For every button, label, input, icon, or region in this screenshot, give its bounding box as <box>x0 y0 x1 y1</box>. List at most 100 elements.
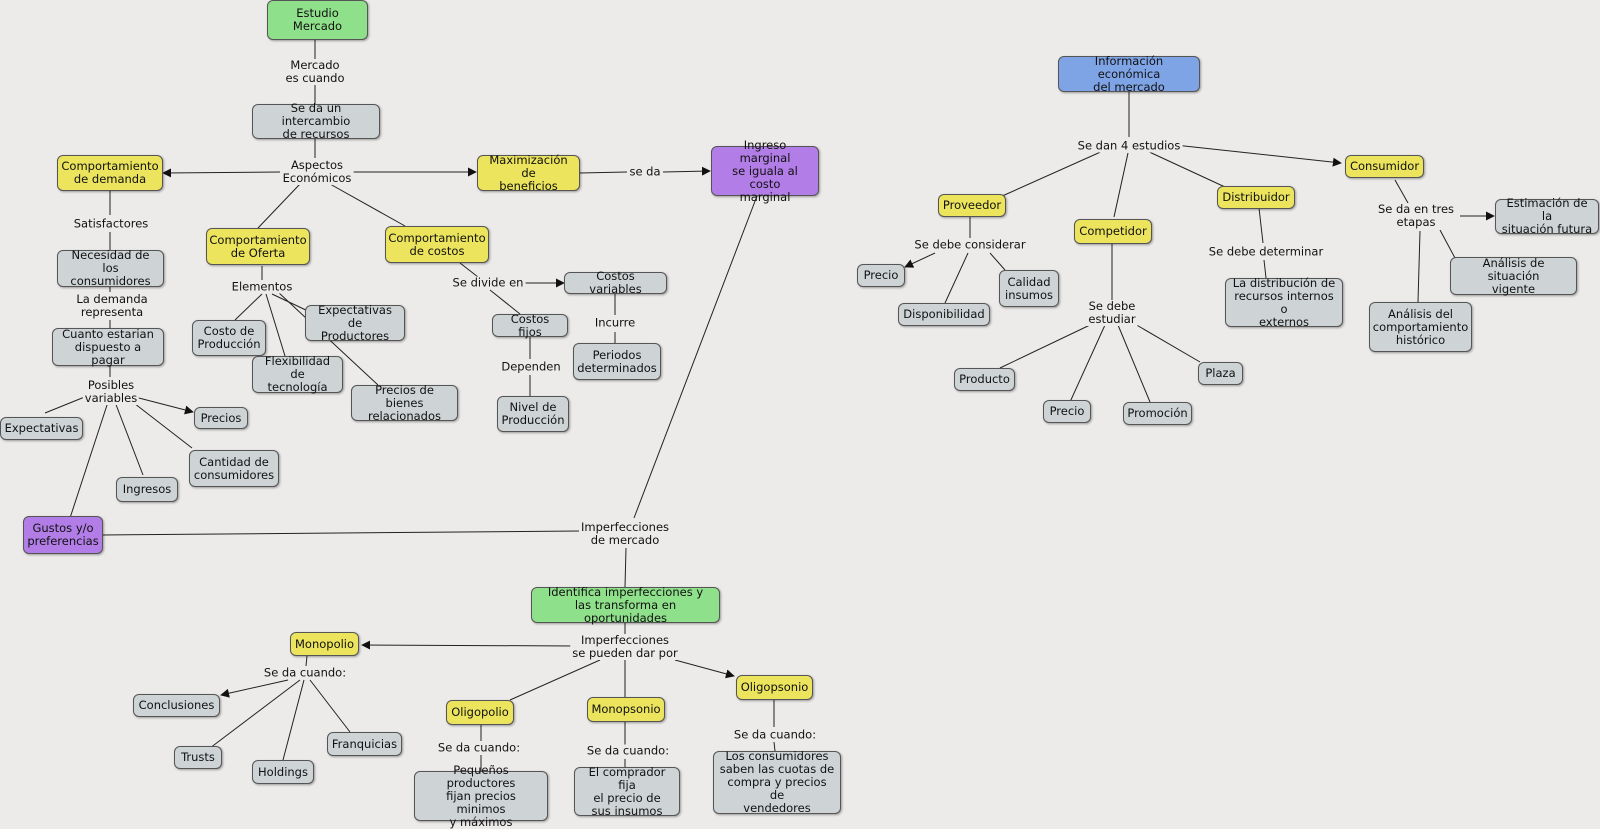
node-distribuidor[interactable]: Distribuidor <box>1217 186 1295 209</box>
link-imperfecciones-dar-por: Imperfecciones se pueden dar por <box>570 633 680 660</box>
edge <box>624 547 627 588</box>
edge <box>101 530 581 536</box>
edge <box>309 679 351 733</box>
link-se-da-cuando-monopolio: Se da cuando: <box>261 665 349 680</box>
edge <box>305 655 308 667</box>
edge <box>489 289 521 315</box>
edge <box>329 183 406 227</box>
node-costo-produccion[interactable]: Costo de Producción <box>192 320 266 356</box>
node-monopsonio[interactable]: Monopsonio <box>587 697 665 722</box>
node-comprador-fija[interactable]: El comprador fija el precio de sus insum… <box>574 765 680 817</box>
node-precios[interactable]: Precios <box>194 407 248 429</box>
edge <box>129 399 193 449</box>
link-se-da: se da <box>627 164 663 179</box>
edge <box>1439 229 1456 259</box>
link-se-da-en-tres-etapas: Se da en tres etapas <box>1375 202 1457 229</box>
edge <box>1069 324 1106 403</box>
edge <box>459 262 479 278</box>
node-estimacion-futura[interactable]: Estimación de la situación futura <box>1495 197 1599 236</box>
node-intercambio[interactable]: Se da un intercambio de recursos <box>252 102 380 141</box>
link-la-demanda-representa: La demanda representa <box>74 292 150 319</box>
node-conclusiones[interactable]: Conclusiones <box>133 694 220 717</box>
node-calidad-insumos[interactable]: Calidad insumos <box>999 270 1059 307</box>
node-monopolio[interactable]: Monopolio <box>290 632 359 656</box>
edge <box>1258 207 1264 244</box>
node-cantidad-consumidores[interactable]: Cantidad de consumidores <box>189 450 279 487</box>
link-posibles-variables: Posibles variables <box>82 378 140 405</box>
link-satisfactores: Satisfactores <box>71 216 151 231</box>
edge <box>257 183 301 229</box>
node-comportamiento-costos[interactable]: Comportamiento de costos <box>385 226 489 263</box>
edge <box>633 195 758 519</box>
link-dependen: Dependen <box>499 359 563 374</box>
edge <box>114 401 144 476</box>
link-mercado-es-cuando: Mercado es cuando <box>283 58 347 85</box>
node-analisis-historico[interactable]: Análisis del comportamiento histórico <box>1369 302 1472 352</box>
node-distribucion-recursos[interactable]: La distribución de recursos internos o e… <box>1225 276 1343 328</box>
edge <box>999 149 1106 198</box>
edge <box>944 252 969 304</box>
node-estudio-mercado[interactable]: Estudio Mercado <box>267 0 368 40</box>
link-se-da-cuando-monopsonio: Se da cuando: <box>584 743 672 758</box>
node-oligopsonio[interactable]: Oligopsonio <box>736 675 813 700</box>
link-se-debe-considerar: Se debe considerar <box>912 237 1028 252</box>
node-nivel-produccion[interactable]: Nivel de Producción <box>497 396 569 432</box>
edge <box>509 659 601 701</box>
node-precio-proveedor[interactable]: Precio <box>857 264 905 287</box>
link-imperfecciones-mercado: Imperfecciones de mercado <box>578 520 672 547</box>
node-franquicias[interactable]: Franquicias <box>327 732 402 756</box>
edge <box>1174 144 1342 167</box>
node-comportamiento-demanda[interactable]: Comportamiento de demanda <box>57 155 163 191</box>
node-expectativas[interactable]: Expectativas <box>0 417 83 440</box>
edge <box>1144 149 1226 188</box>
node-pequenos-productores[interactable]: Pequeños productores fijan precios minim… <box>414 763 548 828</box>
node-identifica-imperfecciones[interactable]: Identifica imperfecciones y las transfor… <box>531 585 720 624</box>
link-se-da-cuando-oligopsonio: Se da cuando: <box>731 727 819 742</box>
link-se-debe-determinar: Se debe determinar <box>1206 244 1326 259</box>
link-se-debe-estudiar: Se debe estudiar <box>1086 299 1138 326</box>
node-precio-competidor[interactable]: Precio <box>1043 400 1091 423</box>
edge <box>1117 324 1151 403</box>
link-aspectos-economicos: Aspectos Económicos <box>280 158 354 185</box>
node-trusts[interactable]: Trusts <box>174 746 222 769</box>
node-comportamiento-oferta[interactable]: Comportamiento de Oferta <box>206 228 310 265</box>
node-ingresos[interactable]: Ingresos <box>116 477 178 502</box>
node-proveedor[interactable]: Proveedor <box>938 194 1006 217</box>
node-gustos-preferencias[interactable]: Gustos y/o preferencias <box>23 516 103 554</box>
node-consumidor[interactable]: Consumidor <box>1345 155 1424 178</box>
node-oligopolio[interactable]: Oligopolio <box>446 700 514 725</box>
node-plaza[interactable]: Plaza <box>1198 362 1243 385</box>
node-necesidad-consumidores[interactable]: Necesidad de los consumidores <box>57 249 164 288</box>
link-incurre: Incurre <box>592 315 638 330</box>
node-costos-fijos[interactable]: Costos fijos <box>492 312 568 338</box>
node-disponibilidad[interactable]: Disponibilidad <box>898 303 990 326</box>
node-informacion-economica[interactable]: Información económica del mercado <box>1058 54 1200 93</box>
node-cuanto-pagar[interactable]: Cuanto estarian dispuesto a pagar <box>52 327 164 366</box>
edge <box>134 396 194 415</box>
node-flexibilidad-tecnologia[interactable]: Flexibilidad de tecnología <box>252 355 343 394</box>
node-periodos-determinados[interactable]: Periodos determinados <box>573 343 661 380</box>
edge <box>773 741 776 752</box>
edge <box>1394 179 1409 204</box>
edge <box>220 679 289 698</box>
node-maximizacion-beneficios[interactable]: Maximización de beneficios <box>477 153 580 192</box>
node-promocion[interactable]: Promoción <box>1123 402 1192 425</box>
node-holdings[interactable]: Holdings <box>252 760 314 784</box>
edge <box>209 679 301 749</box>
edge <box>162 168 281 178</box>
edge <box>674 659 735 679</box>
node-precios-bienes[interactable]: Precios de bienes relacionados <box>351 383 458 422</box>
node-consumidores-saben[interactable]: Los consumidores saben las cuotas de com… <box>713 750 841 815</box>
edge <box>234 293 263 321</box>
node-expectativas-productores[interactable]: Expectativas de Productores <box>305 303 405 342</box>
node-analisis-vigente[interactable]: Análisis de situación vigente <box>1450 256 1577 295</box>
node-costos-variables[interactable]: Costos variables <box>564 270 667 296</box>
node-competidor[interactable]: Competidor <box>1074 219 1152 244</box>
link-elementos: Elementos <box>229 279 295 294</box>
node-ingreso-marginal[interactable]: Ingreso marginal se iguala al costo marg… <box>711 138 819 203</box>
edge <box>1127 319 1201 363</box>
edge <box>1417 230 1421 303</box>
node-producto[interactable]: Producto <box>954 368 1015 391</box>
